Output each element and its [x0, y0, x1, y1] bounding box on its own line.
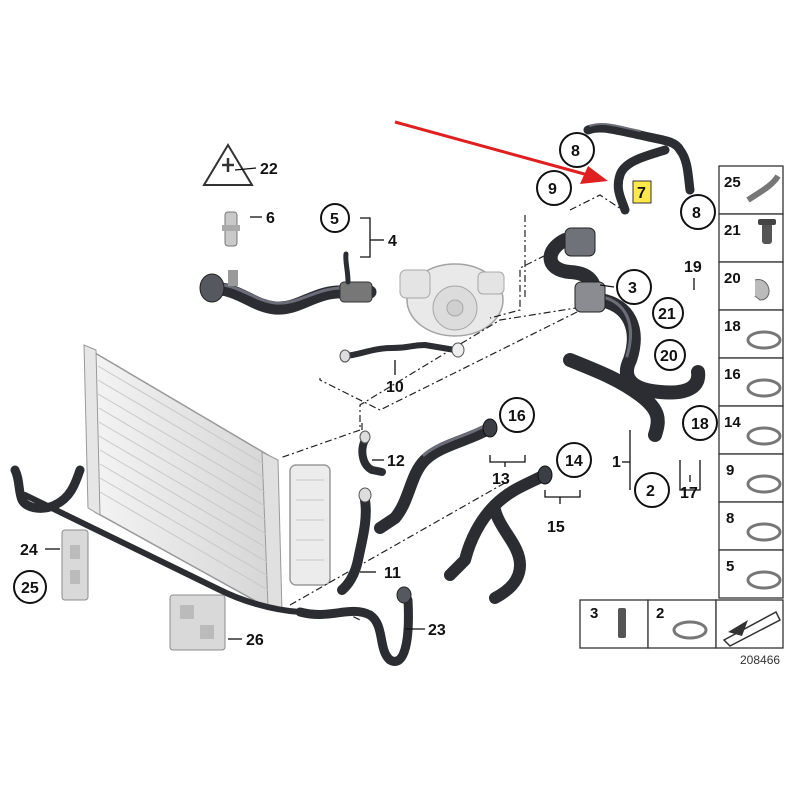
callout-12: 12	[387, 453, 405, 470]
callout-4: 4	[388, 233, 397, 250]
bottom-panel-label-2: 2	[656, 605, 664, 622]
callout-10: 10	[386, 379, 404, 396]
callout-21: 21	[658, 306, 676, 323]
side-panel-label-25: 25	[724, 174, 741, 191]
side-panel-label-9: 9	[726, 462, 734, 479]
side-panel-label-14: 14	[724, 414, 741, 431]
callouts	[13, 132, 718, 604]
callout-15: 15	[547, 519, 565, 536]
callout-22: 22	[260, 161, 278, 178]
sensor-6	[222, 211, 240, 247]
callout-19: 19	[684, 259, 702, 276]
bracket-24	[61, 529, 89, 601]
bottom-parts-panel	[579, 599, 784, 649]
hose-11	[337, 487, 372, 595]
hose-4	[199, 251, 377, 315]
callout-7: 7	[637, 185, 646, 202]
hose-15	[444, 465, 553, 604]
callout-11: 11	[384, 565, 401, 582]
bottom-panel-label-3: 3	[590, 605, 598, 622]
callout-23: 23	[428, 622, 446, 639]
callout-3: 3	[628, 280, 637, 297]
callout-24: 24	[20, 542, 38, 559]
radiator	[83, 344, 283, 613]
callout-20: 20	[660, 348, 678, 365]
side-panel-label-20: 20	[724, 270, 741, 287]
leader-lines	[45, 167, 701, 640]
bracket-26	[169, 594, 226, 651]
hose-13	[374, 418, 498, 534]
callout-8-right: 8	[692, 205, 701, 222]
callout-1: 1	[612, 454, 621, 471]
side-panel-label-21: 21	[724, 222, 741, 239]
callout-14: 14	[565, 453, 583, 470]
callout-26: 26	[246, 632, 264, 649]
callout-6: 6	[266, 210, 275, 227]
hose-12	[358, 430, 386, 476]
hose-23	[295, 586, 413, 666]
side-parts-panel	[718, 165, 784, 599]
water-pump	[399, 263, 505, 337]
callout-8-top: 8	[571, 143, 580, 160]
highlight-box	[632, 180, 652, 204]
callout-13: 13	[492, 471, 510, 488]
side-panel-label-16: 16	[724, 366, 741, 383]
reference-number: 208466	[740, 653, 780, 667]
warning-triangle-icon	[202, 143, 254, 186]
oil-cooler	[289, 464, 331, 586]
side-panel-label-8: 8	[726, 510, 734, 527]
callout-18: 18	[691, 416, 709, 433]
callout-16: 16	[508, 408, 526, 425]
callout-17: 17	[680, 485, 698, 502]
hose-10	[339, 342, 465, 363]
hose-7	[583, 122, 695, 215]
callout-9: 9	[548, 181, 557, 198]
side-panel-label-5: 5	[726, 558, 734, 575]
hose-24	[10, 465, 303, 615]
hose-1	[543, 227, 706, 442]
callout-5: 5	[330, 211, 339, 228]
red-arrow-icon	[394, 120, 608, 184]
callout-2: 2	[646, 483, 655, 500]
callout-25: 25	[21, 580, 39, 597]
dash-lines	[279, 194, 631, 621]
side-panel-label-18: 18	[724, 318, 741, 335]
